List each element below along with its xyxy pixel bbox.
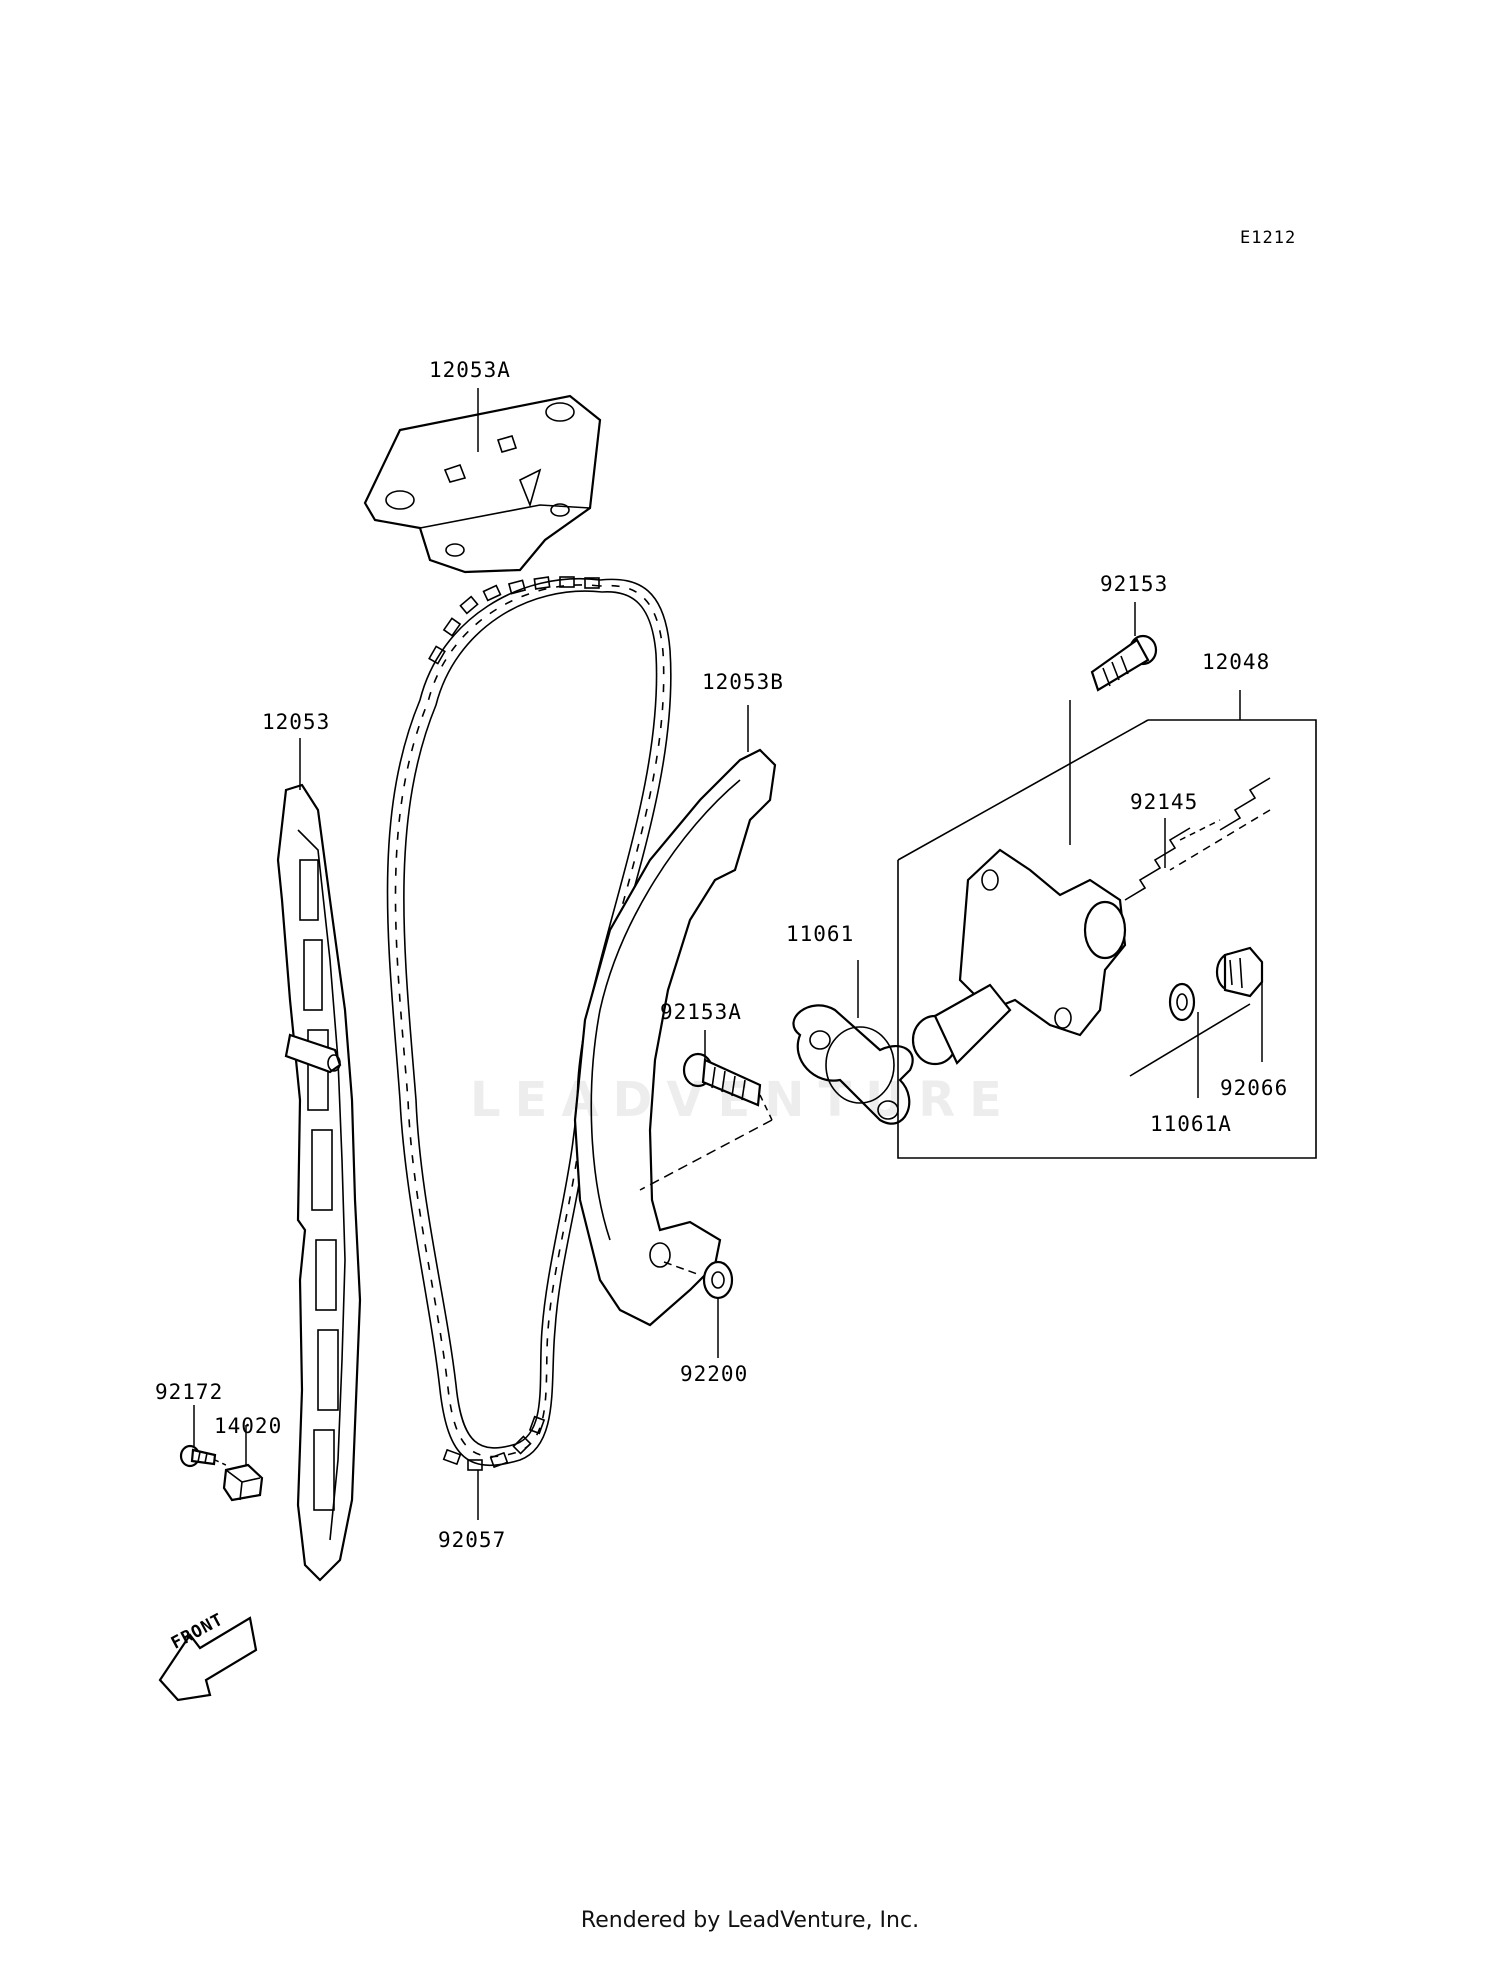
label-12053B: 12053B xyxy=(702,670,784,694)
spring-92145 xyxy=(1124,777,1271,901)
chain-guide-left-12053 xyxy=(276,783,362,1582)
footer-credit: Rendered by LeadVenture, Inc. xyxy=(580,1908,920,1933)
front-arrow-icon xyxy=(158,1616,258,1702)
washer-11061A xyxy=(1168,982,1196,1022)
tensioner-assembly-box-12048 xyxy=(897,690,1317,1159)
label-92153: 92153 xyxy=(1100,572,1169,596)
watermark: LEADVENTURE xyxy=(470,1072,1016,1128)
tensioner-body-12048 xyxy=(911,848,1127,1066)
cam-chain-92057 xyxy=(386,576,672,1471)
plug-92066 xyxy=(1215,946,1264,998)
label-92153A: 92153A xyxy=(660,1000,742,1024)
label-92066: 92066 xyxy=(1220,1076,1289,1100)
label-12053: 12053 xyxy=(262,710,331,734)
label-14020: 14020 xyxy=(214,1414,283,1438)
gasket-11061 xyxy=(792,1004,914,1125)
screw-92172 xyxy=(179,1444,217,1468)
washer-92200 xyxy=(702,1260,734,1300)
label-92145: 92145 xyxy=(1130,790,1199,814)
label-12048: 12048 xyxy=(1202,650,1271,674)
diagram-code: E1212 xyxy=(1240,228,1297,248)
bolt-92153 xyxy=(1090,634,1158,692)
chain-guide-top-12053A xyxy=(363,394,602,574)
pivot-bolt-92153A xyxy=(682,1052,762,1107)
label-92172: 92172 xyxy=(155,1380,224,1404)
nut-14020 xyxy=(222,1463,264,1502)
label-11061A: 11061A xyxy=(1150,1112,1232,1136)
label-92200: 92200 xyxy=(680,1362,749,1386)
chain-guide-right-12053B xyxy=(573,748,777,1327)
label-11061: 11061 xyxy=(786,922,855,946)
label-92057: 92057 xyxy=(438,1528,507,1552)
label-12053A: 12053A xyxy=(429,358,511,382)
